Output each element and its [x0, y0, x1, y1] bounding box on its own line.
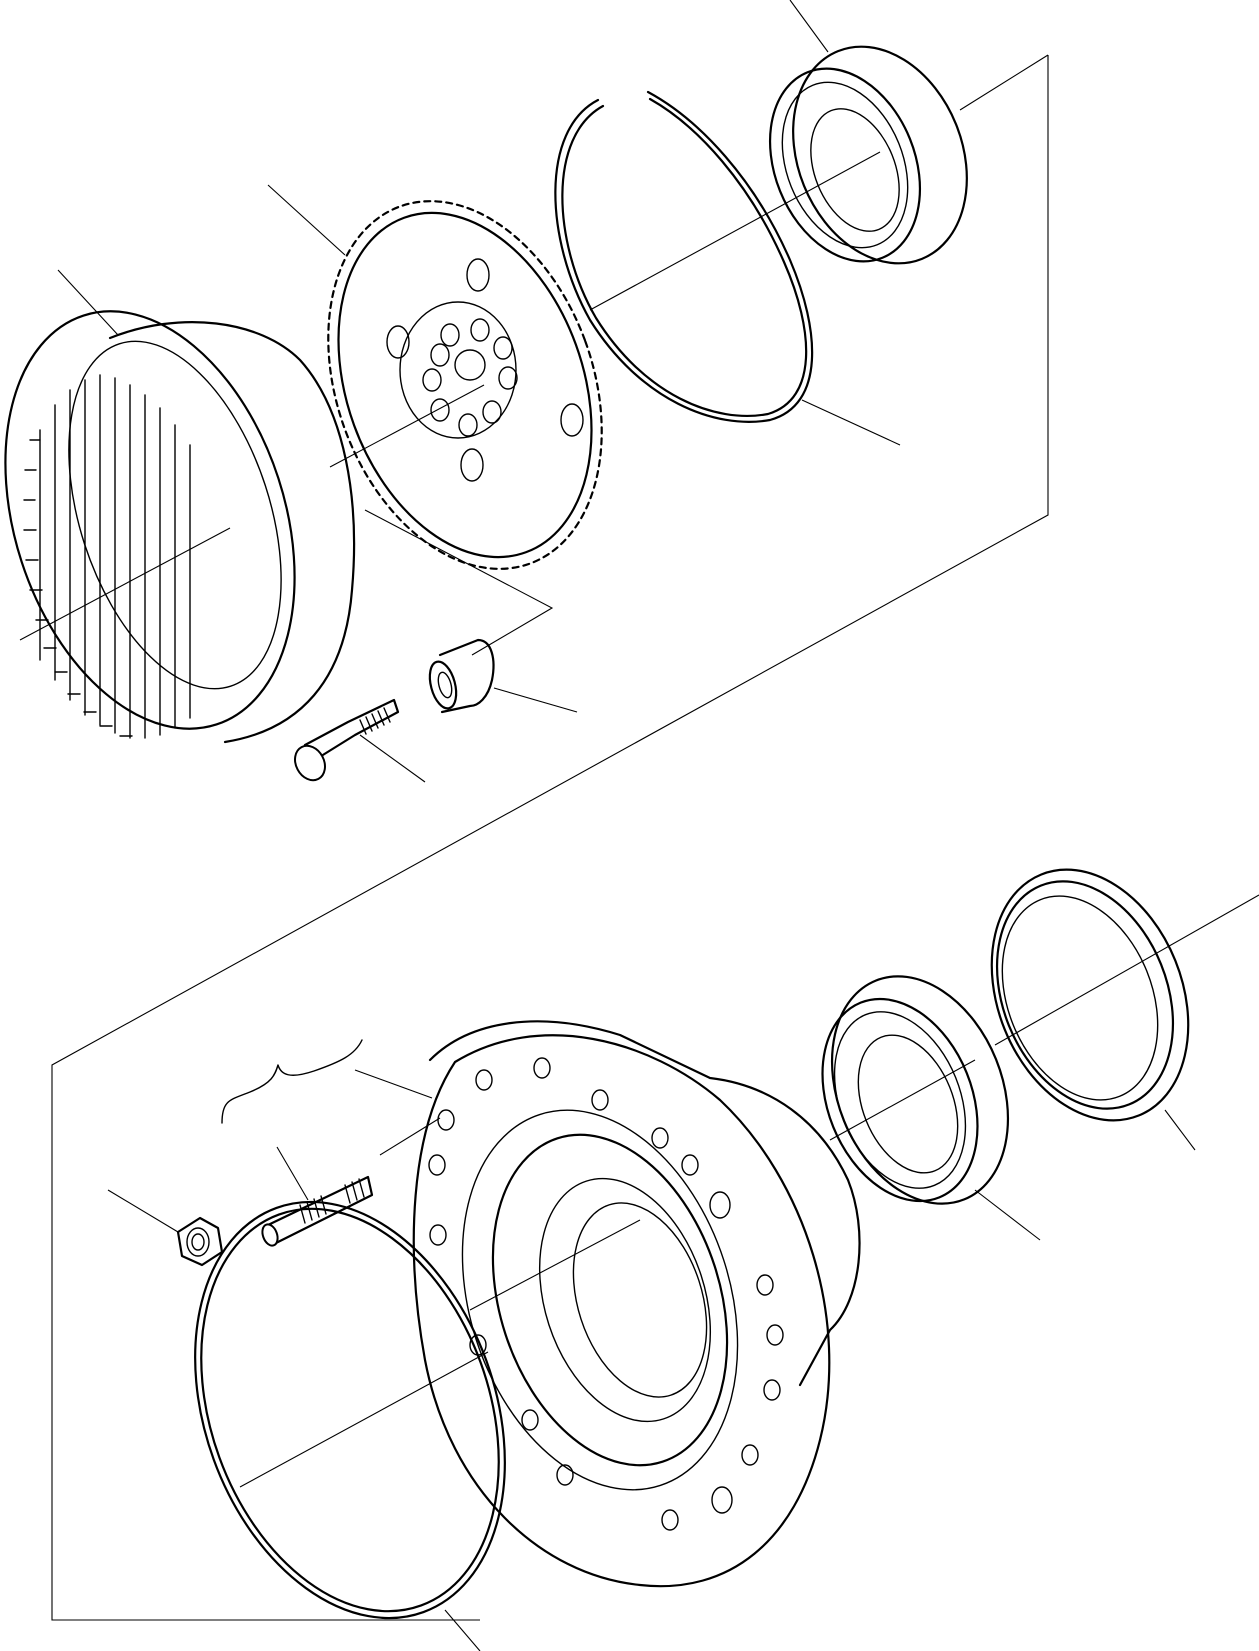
hub-stud-holes	[428, 1057, 784, 1531]
bushing	[428, 638, 578, 714]
ring-gear	[4, 269, 356, 744]
o-ring-lower	[194, 1200, 506, 1651]
seal-ring	[990, 868, 1196, 1151]
planet-carrier-plate	[267, 184, 603, 570]
bolt-upper	[294, 698, 426, 783]
wheel-nut	[107, 1189, 224, 1267]
snap-ring-upper	[554, 90, 901, 446]
wheel-hub	[354, 1020, 861, 1588]
bearing-upper	[768, 0, 968, 265]
ring-gear-teeth	[23, 374, 191, 739]
lower-axis-line	[379, 894, 1259, 1311]
upper-assembly-frame-lines	[51, 54, 1049, 1621]
bearing-lower	[821, 975, 1041, 1241]
